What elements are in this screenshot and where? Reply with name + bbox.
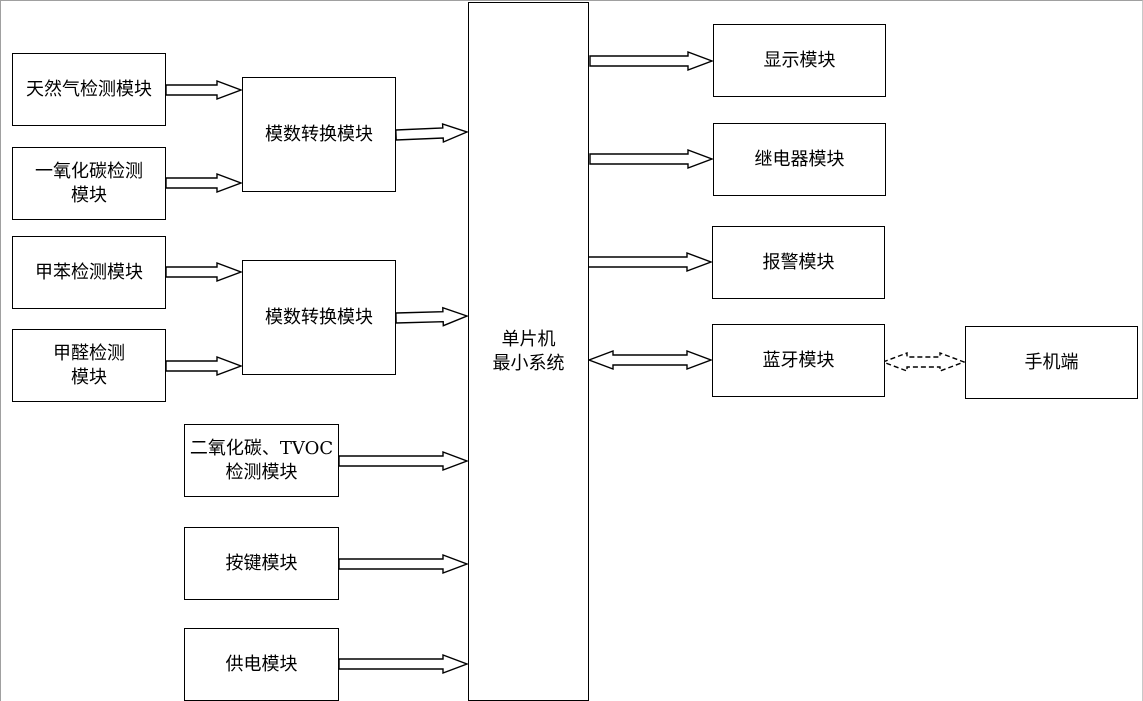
mcu-system: 单片机 最小系统 bbox=[468, 2, 589, 701]
relay-module-label: 继电器模块 bbox=[754, 148, 845, 170]
co2-tvoc-module-label: 二氧化碳、TVOC 检测模块 bbox=[189, 437, 334, 483]
keys-module-label: 按键模块 bbox=[225, 552, 298, 574]
power-module: 供电模块 bbox=[184, 628, 339, 701]
display-module-label: 显示模块 bbox=[763, 49, 836, 71]
co2-tvoc-module: 二氧化碳、TVOC 检测模块 bbox=[184, 424, 339, 497]
adc-module-2-label: 模数转换模块 bbox=[265, 306, 373, 328]
keys-module: 按键模块 bbox=[184, 527, 339, 600]
arrow-adc2-to-mcu bbox=[395, 306, 469, 327]
co-module-label: 一氧化碳检测 模块 bbox=[35, 160, 143, 206]
natural-gas-module: 天然气检测模块 bbox=[12, 53, 166, 126]
adc-module-1-label: 模数转换模块 bbox=[265, 123, 373, 145]
display-module: 显示模块 bbox=[713, 24, 886, 97]
natural-gas-module-label: 天然气检测模块 bbox=[26, 78, 152, 100]
arrow-co2-tvoc-to-mcu bbox=[338, 450, 469, 472]
arrow-mcu-to-alarm bbox=[587, 251, 713, 273]
co-module: 一氧化碳检测 模块 bbox=[12, 147, 166, 220]
adc-module-1: 模数转换模块 bbox=[242, 77, 396, 192]
formaldehyde-module: 甲醛检测 模块 bbox=[12, 329, 166, 402]
benzene-module-label: 甲苯检测模块 bbox=[35, 261, 143, 283]
arrow-benzene-to-adc2 bbox=[165, 261, 243, 283]
arrow-power-to-mcu bbox=[338, 653, 469, 675]
bluetooth-module-label: 蓝牙模块 bbox=[762, 349, 835, 371]
arrow-natural-gas-to-adc1 bbox=[165, 79, 243, 101]
phone-terminal-label: 手机端 bbox=[1024, 351, 1079, 373]
arrow-bluetooth-phone bbox=[881, 351, 966, 373]
power-module-label: 供电模块 bbox=[225, 653, 298, 675]
benzene-module: 甲苯检测模块 bbox=[12, 236, 166, 309]
arrow-adc1-to-mcu bbox=[395, 123, 469, 144]
phone-terminal: 手机端 bbox=[965, 326, 1138, 399]
arrow-mcu-to-display bbox=[589, 50, 714, 72]
arrow-formaldehyde-to-adc2 bbox=[165, 355, 243, 377]
bluetooth-module: 蓝牙模块 bbox=[712, 324, 885, 397]
adc-module-2: 模数转换模块 bbox=[242, 260, 396, 375]
arrow-keys-to-mcu bbox=[338, 553, 469, 575]
arrow-mcu-to-relay bbox=[589, 148, 714, 170]
arrow-co-to-adc1 bbox=[165, 172, 243, 194]
arrow-mcu-bluetooth bbox=[587, 349, 713, 371]
mcu-system-label: 单片机 最小系统 bbox=[492, 328, 565, 374]
relay-module: 继电器模块 bbox=[713, 123, 886, 196]
alarm-module: 报警模块 bbox=[712, 226, 885, 299]
formaldehyde-module-label: 甲醛检测 模块 bbox=[53, 342, 125, 388]
alarm-module-label: 报警模块 bbox=[762, 251, 835, 273]
